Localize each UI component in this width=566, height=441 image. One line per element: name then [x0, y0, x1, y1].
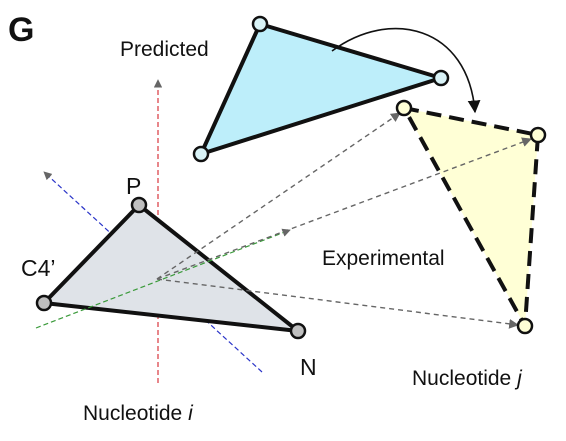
predicted-label: Predicted	[120, 38, 209, 61]
atom-marker	[130, 196, 148, 214]
atom-marker	[35, 294, 53, 312]
nucleotide-j-var: j	[514, 367, 523, 390]
atom-marker	[395, 99, 413, 117]
nucleotide-i-prefix: Nucleotide	[83, 402, 188, 425]
experimental-label: Experimental	[322, 247, 445, 270]
atom-marker	[529, 126, 547, 144]
nucleotide-j-label: Nucleotide j	[412, 367, 523, 390]
atom-marker	[516, 317, 534, 335]
atom-label-n: N	[300, 354, 317, 380]
atom-marker	[251, 15, 269, 33]
panel-label: G	[8, 11, 34, 49]
experimental-triangle	[402, 106, 540, 328]
atom-marker	[192, 145, 210, 163]
atom-marker	[432, 69, 450, 87]
green-axis	[35, 228, 291, 329]
vector-to-experimental-bottom	[156, 278, 519, 329]
atom-marker	[289, 322, 307, 340]
atom-label-p: P	[126, 173, 141, 199]
nucleotide-i-label: Nucleotide i	[83, 402, 194, 425]
vector-to-experimental-top	[156, 112, 401, 280]
vector-to-experimental-right	[156, 137, 532, 280]
predicted-triangle	[199, 22, 443, 156]
superposition-arrow	[331, 27, 481, 114]
nucleotide-i-triangle	[42, 203, 300, 333]
nucleotide-i-var: i	[188, 402, 194, 425]
atom-label-c4: C4’	[21, 255, 56, 281]
nucleotide-j-prefix: Nucleotide	[412, 367, 517, 390]
